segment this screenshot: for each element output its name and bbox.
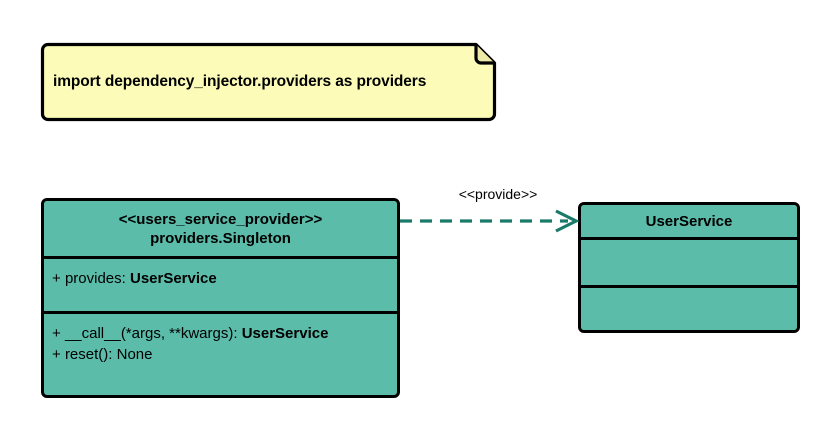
class-user-service[interactable]: UserService bbox=[578, 202, 800, 333]
dependency-provide[interactable]: <<provide>> bbox=[396, 186, 582, 236]
class-operations-users-service-provider: + __call__(*args, **kwargs): UserService… bbox=[44, 311, 397, 392]
operation-visibility: + bbox=[52, 325, 61, 342]
note-shape bbox=[40, 42, 497, 122]
note-box[interactable]: import dependency_injector.providers as … bbox=[39, 41, 498, 123]
dependency-arrow-icon bbox=[400, 209, 580, 233]
class-name: providers.Singleton bbox=[150, 229, 291, 247]
class-attributes-users-service-provider: + provides: UserService bbox=[44, 256, 397, 311]
attribute-type: UserService bbox=[129, 270, 217, 287]
note-text: import dependency_injector.providers as … bbox=[53, 73, 427, 90]
class-header-user-service: UserService bbox=[581, 205, 797, 237]
attribute-label: provides: bbox=[64, 270, 130, 287]
class-attributes-user-service bbox=[581, 237, 797, 285]
class-stereotype: <<users_service_provider>> bbox=[118, 210, 323, 228]
operation-label: __call__(*args, **kwargs): bbox=[64, 325, 242, 342]
operation-type: UserService bbox=[241, 325, 329, 342]
attribute-visibility: + bbox=[52, 270, 61, 287]
dependency-label: <<provide>> bbox=[458, 186, 538, 202]
operation-label: reset(): None bbox=[64, 346, 153, 363]
attribute-row: + provides: UserService bbox=[52, 268, 389, 289]
operation-row: + __call__(*args, **kwargs): UserService bbox=[52, 323, 389, 344]
class-name: UserService bbox=[645, 212, 733, 230]
operation-visibility: + bbox=[52, 346, 61, 363]
class-users-service-provider[interactable]: <<users_service_provider>> providers.Sin… bbox=[41, 198, 400, 398]
class-operations-user-service bbox=[581, 285, 797, 330]
class-header-users-service-provider: <<users_service_provider>> providers.Sin… bbox=[44, 201, 397, 256]
operation-row: + reset(): None bbox=[52, 344, 389, 365]
